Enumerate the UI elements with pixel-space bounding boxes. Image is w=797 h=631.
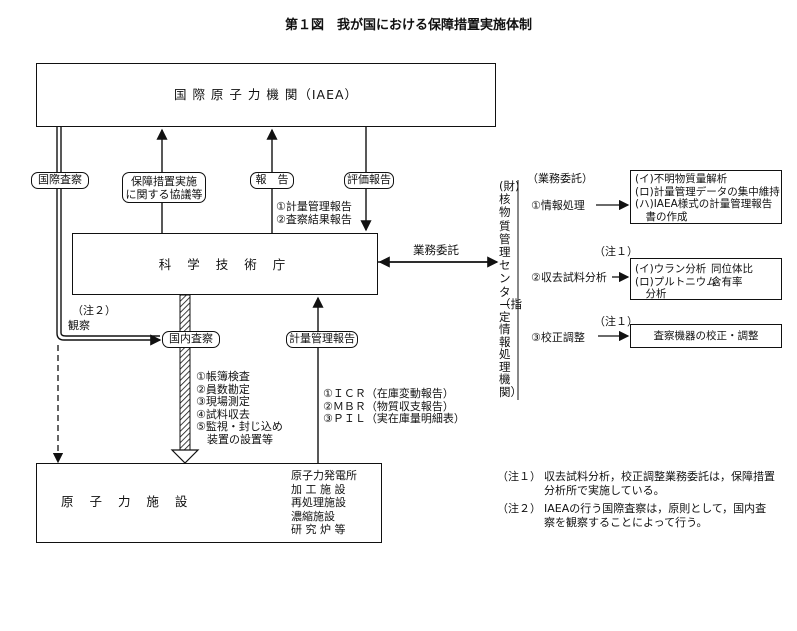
center-name: (財)核物質管理センター [499,179,520,312]
diagram-title: 第１図 我が国における保障措置実施体制 [285,18,533,33]
note2-label: （注２） [497,502,541,515]
note1-marker-b: （注１） [594,315,638,328]
witness-label: 観察 [68,319,90,332]
calibration-box: 査察機器の校正・調整 [630,324,782,348]
info-processing: ①情報処理 [531,199,585,212]
label-report: 報 告 [250,172,294,189]
inspection-items: ①帳簿検査 ②員数勘定 ③現場測定 ④試料収去 ⑤監視・封じ込め 装置の設置等 [196,370,283,446]
label-accounting-report: 計量管理報告 [286,331,358,348]
info-tasks: (イ)不明物質量解析 (ロ)計量管理データの集中維持 (ハ)IAEA様式の計量管… [635,173,780,223]
label-domestic-inspection: 国内査察 [162,331,220,348]
sta-box: 科 学 技 術 庁 [72,233,378,295]
facility-box: 原 子 力 施 設 原子力発電所 加 工 施 設 再処理施設 濃縮施設 研 究 … [36,463,382,543]
info-tasks-box: (イ)不明物質量解析 (ロ)計量管理データの集中維持 (ハ)IAEA様式の計量管… [630,170,782,224]
report-items: ①計量管理報告 ②査察結果報告 [276,200,352,226]
facility-label: 原 子 力 施 設 [61,494,194,509]
note2-marker: （注２） [72,304,116,317]
business-heading: （業務委託） [527,172,593,185]
sample-bracket: 同位体比 含有率 [711,263,753,288]
label-evaluation-report: 評価報告 [344,172,394,189]
sta-label: 科 学 技 術 庁 [158,257,292,272]
sample-analysis: ②収去試料分析 [531,271,607,284]
label-safeguards-agreement: 保障措置実施 に関する協議等 [122,172,206,203]
sample-tasks: (イ)ウラン分析 (ロ)プルトニウム 分析 [635,263,717,300]
sample-tasks-box: (イ)ウラン分析 (ロ)プルトニウム 分析 同位体比 含有率 [630,258,782,300]
facility-types: 原子力発電所 加 工 施 設 再処理施設 濃縮施設 研 究 炉 等 [291,469,357,536]
report-types: ①ＩＣＲ（在庫変動報告） ②ＭＢＲ（物質収支報告） ③ＰＩＬ（実在庫量明細表） [323,387,465,425]
center-subtitle: （指定情報処理機関） [499,297,522,399]
outsourcing-label: 業務委託 [413,243,459,257]
calibration: ③校正調整 [531,331,585,344]
note2-text: IAEAの行う国際査察は，原則として，国内査 察を観察することによって行う。 [544,502,767,529]
note1-label: （注１） [497,470,541,483]
iaea-box: 国 際 原 子 力 機 関（IAEA） [36,63,496,127]
note1-text: 収去試料分析，校正調整業務委託は，保障措置 分析所で実施している。 [544,470,775,497]
label-intl-inspection: 国際査察 [31,172,89,189]
calibration-task: 査察機器の校正・調整 [653,330,759,342]
note1-marker-a: （注１） [594,245,638,258]
iaea-label: 国 際 原 子 力 機 関（IAEA） [173,87,359,102]
